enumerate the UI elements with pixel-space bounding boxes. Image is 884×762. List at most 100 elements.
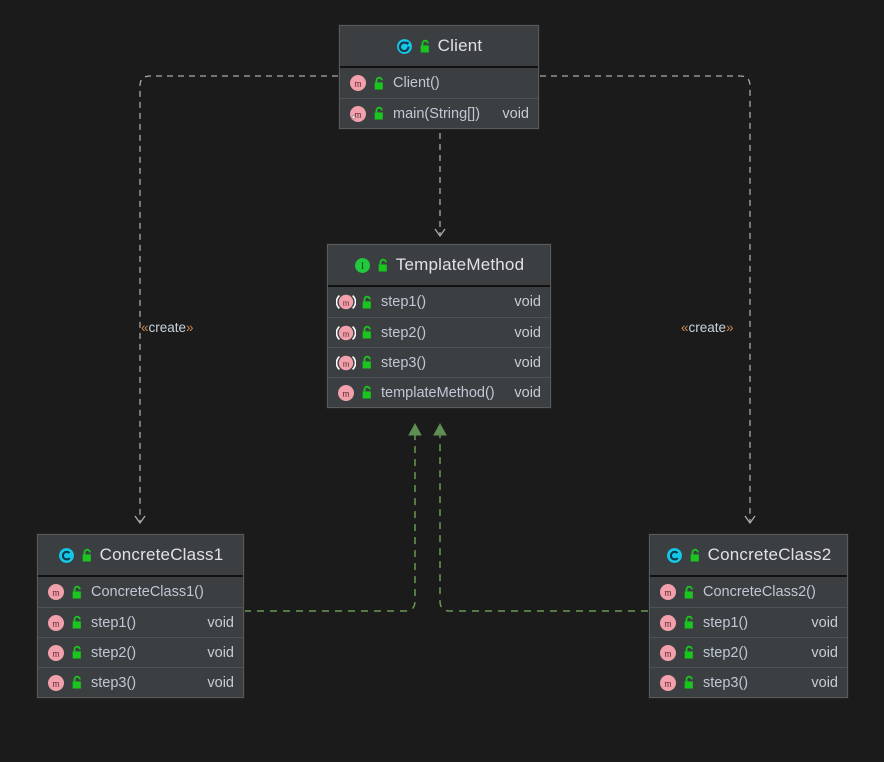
svg-text:m: m	[354, 79, 361, 89]
class-name: ConcreteClass2	[707, 545, 832, 564]
unlock-icon	[362, 295, 371, 308]
class-name: ConcreteClass1	[99, 545, 224, 564]
member-type: void	[514, 384, 541, 401]
svg-text:m: m	[354, 109, 361, 119]
class-box-templatemethod[interactable]: I TemplateMethod m step1() void	[327, 244, 551, 408]
unlock-icon	[684, 615, 693, 629]
interface-icon: I	[354, 257, 370, 273]
class-name: Client	[437, 36, 483, 55]
unlock-icon	[684, 645, 693, 659]
member-type: void	[207, 674, 234, 691]
method-icon: m	[48, 584, 64, 600]
member-row[interactable]: m ConcreteClass2()	[650, 577, 847, 607]
class-header-client: Client	[340, 26, 538, 68]
unlock-icon	[362, 325, 371, 339]
svg-text:I: I	[361, 261, 364, 272]
class-box-concreteclass2[interactable]: ConcreteClass2 m ConcreteClass2() m	[649, 534, 848, 698]
svg-text:m: m	[664, 588, 671, 598]
member-name: step2()	[91, 644, 137, 661]
abstract-method-icon: m	[336, 325, 356, 340]
member-name: step2()	[381, 324, 427, 341]
class-name: TemplateMethod	[395, 255, 525, 274]
svg-text:m: m	[52, 588, 59, 598]
svg-text:m: m	[343, 328, 350, 338]
stereotype-label-create-left: «create»	[141, 320, 194, 335]
unlock-icon	[690, 548, 699, 561]
unlock-icon	[684, 585, 693, 598]
unlock-icon	[362, 385, 371, 399]
class-header-templatemethod: I TemplateMethod	[328, 245, 550, 287]
unlock-icon	[420, 39, 429, 52]
edge-client-to-concreteclass2	[540, 75, 756, 525]
svg-text:m: m	[52, 618, 59, 628]
unlock-icon	[82, 548, 91, 561]
svg-text:m: m	[343, 297, 350, 307]
svg-text:m: m	[342, 388, 349, 398]
edge-client-to-concreteclass1	[134, 75, 338, 525]
method-icon: m	[660, 674, 676, 691]
member-type: void	[502, 105, 529, 122]
member-row[interactable]: m step2() void	[650, 637, 847, 667]
member-name: step3()	[703, 674, 749, 691]
method-icon: m	[660, 584, 676, 600]
class-icon	[396, 38, 412, 54]
member-name: step2()	[703, 644, 749, 661]
edge-concreteclass2-to-templatemethod	[433, 422, 648, 612]
member-row[interactable]: m main(String[]) void	[340, 98, 538, 128]
member-type: void	[207, 614, 234, 631]
method-icon: m	[350, 105, 366, 122]
method-icon: m	[48, 674, 64, 691]
svg-text:m: m	[664, 678, 671, 688]
member-type: void	[811, 674, 838, 691]
member-name: step1()	[381, 294, 427, 310]
method-icon: m	[48, 614, 64, 631]
method-icon: m	[48, 644, 64, 661]
member-name: step3()	[91, 674, 137, 691]
unlock-icon	[374, 106, 383, 120]
svg-text:m: m	[52, 648, 59, 658]
member-row[interactable]: m step3() void	[650, 667, 847, 697]
member-name: ConcreteClass2()	[703, 584, 816, 600]
member-type: void	[207, 644, 234, 661]
member-row[interactable]: m step1() void	[328, 287, 550, 317]
member-type: void	[514, 324, 541, 341]
abstract-method-icon: m	[336, 294, 356, 310]
method-icon: m	[350, 75, 366, 91]
unlock-icon	[684, 675, 693, 689]
member-row[interactable]: m step1() void	[38, 607, 243, 637]
member-row[interactable]: m templateMethod() void	[328, 377, 550, 407]
unlock-icon	[362, 355, 371, 369]
class-box-concreteclass1[interactable]: ConcreteClass1 m ConcreteClass1() m	[37, 534, 244, 698]
member-row[interactable]: m step2() void	[38, 637, 243, 667]
unlock-icon	[72, 675, 81, 689]
unlock-icon	[72, 585, 81, 598]
member-row[interactable]: m Client()	[340, 68, 538, 98]
unlock-icon	[72, 645, 81, 659]
member-row[interactable]: m step3() void	[38, 667, 243, 697]
member-name: main(String[])	[393, 105, 481, 122]
member-type: void	[811, 644, 838, 661]
member-type: void	[514, 354, 541, 371]
member-row[interactable]: m step2() void	[328, 317, 550, 347]
method-icon: m	[660, 644, 676, 661]
member-row[interactable]: m step1() void	[650, 607, 847, 637]
member-name: step3()	[381, 354, 427, 371]
member-row[interactable]: m step3() void	[328, 347, 550, 377]
member-row[interactable]: m ConcreteClass1()	[38, 577, 243, 607]
svg-text:m: m	[664, 618, 671, 628]
class-header-concreteclass2: ConcreteClass2	[650, 535, 847, 577]
class-box-client[interactable]: Client m Client() m main	[339, 25, 539, 129]
method-icon: m	[660, 614, 676, 631]
member-name: step1()	[703, 614, 749, 631]
class-header-concreteclass1: ConcreteClass1	[38, 535, 243, 577]
edge-concreteclass1-to-templatemethod	[244, 422, 422, 612]
unlock-icon	[374, 76, 383, 89]
member-name: ConcreteClass1()	[91, 584, 204, 600]
stereotype-label-create-right: «create»	[681, 320, 734, 335]
unlock-icon	[72, 615, 81, 629]
class-icon	[666, 547, 682, 563]
svg-text:m: m	[52, 678, 59, 688]
svg-text:m: m	[343, 358, 350, 368]
member-type: void	[811, 614, 838, 631]
